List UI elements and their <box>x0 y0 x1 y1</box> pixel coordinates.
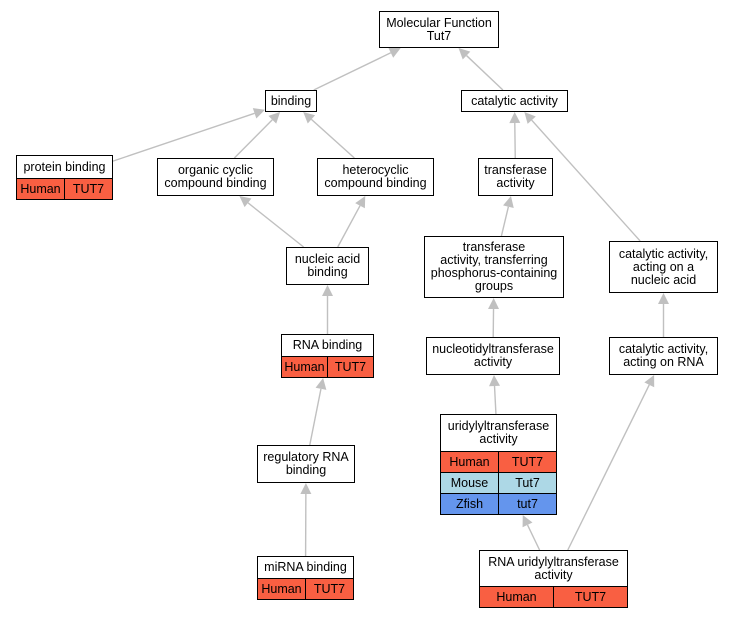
gene-cell: TUT7 <box>327 357 373 377</box>
node-title: catalytic activity <box>471 93 558 108</box>
edge-nucleic_acid_binding-to-heterocyclic <box>337 205 361 248</box>
species-cell: Mouse <box>450 476 489 490</box>
node-title: catalytic activity, acting on a nucleic … <box>618 246 709 287</box>
node-transferase-phosphorus-groups[interactable]: transferase activity, transferring phosp… <box>424 236 564 298</box>
edge-regulatory_rna-to-rna_binding <box>309 388 322 446</box>
edge-catalytic_nucleic-to-catalytic_activity <box>531 119 641 242</box>
arrowhead-molecular_function <box>388 47 401 58</box>
node-title: Molecular Function Tut7 <box>386 15 492 43</box>
annotation-row: Human TUT7 <box>441 451 556 472</box>
edge-protein_binding-to-binding <box>112 112 255 162</box>
node-title: protein binding <box>23 159 106 174</box>
edge-uridylyltransferase-to-nucleotidyltransferase <box>493 385 497 415</box>
annotation-row: Mouse Tut7 <box>441 472 556 493</box>
species-cell: Human <box>261 582 302 596</box>
gene-cell: TUT7 <box>498 452 556 472</box>
gene-cell: TUT7 <box>305 579 353 599</box>
node-title: nucleotidyltransferase activity <box>432 342 554 369</box>
arrowhead-uridylyltransferase <box>522 515 533 528</box>
arrowhead-rna_binding <box>315 378 327 390</box>
arrowhead-catalytic_nucleic <box>658 293 669 304</box>
species-cell: Human <box>449 455 490 469</box>
arrowhead-catalytic_activity <box>509 112 521 124</box>
node-title: catalytic activity, acting on RNA <box>618 342 709 369</box>
node-title: organic cyclic compound binding <box>164 163 267 190</box>
edge-catalytic_activity-to-molecular_function <box>466 55 504 91</box>
node-binding[interactable]: binding <box>265 90 317 112</box>
edge-nucleic_acid_binding-to-organic_cyclic <box>247 202 305 248</box>
arrowhead-molecular_function <box>458 48 471 60</box>
node-title: regulatory RNA binding <box>263 450 349 477</box>
edge-binding-to-molecular_function <box>313 52 392 91</box>
node-nucleotidyltransferase-activity[interactable]: nucleotidyltransferase activity <box>426 337 560 375</box>
node-title: transferase activity <box>484 163 547 190</box>
node-catalytic-activity-nucleic-acid[interactable]: catalytic activity, acting on a nucleic … <box>609 241 718 293</box>
arrowhead-catalytic_rna <box>644 375 655 388</box>
species-cell: Human <box>284 360 325 374</box>
edge-transferase_phosphorus-to-transferase <box>500 206 510 237</box>
node-organic-cyclic-compound-binding[interactable]: organic cyclic compound binding <box>157 158 274 196</box>
node-title: RNA binding <box>292 338 363 352</box>
arrowhead-organic_cyclic <box>239 196 252 208</box>
gene-cell: TUT7 <box>64 179 112 199</box>
node-title: nucleic acid binding <box>294 252 361 279</box>
node-title: uridylyltransferase activity <box>447 419 550 446</box>
node-title: miRNA binding <box>264 560 347 574</box>
arrowhead-heterocyclic <box>355 196 366 209</box>
node-heterocyclic-compound-binding[interactable]: heterocyclic compound binding <box>317 158 434 196</box>
arrowhead-catalytic_activity <box>524 112 536 124</box>
arrowhead-regulatory_rna <box>300 483 312 495</box>
edge-heterocyclic-to-binding <box>310 118 355 159</box>
arrowhead-transferase_phosphorus <box>488 298 500 310</box>
arrowhead-binding <box>268 112 281 124</box>
node-transferase-activity[interactable]: transferase activity <box>478 158 553 196</box>
arrowhead-nucleic_acid_binding <box>322 285 333 296</box>
node-catalytic-activity-rna[interactable]: catalytic activity, acting on RNA <box>609 337 718 375</box>
arrowhead-transferase <box>503 196 514 208</box>
gene-cell: tut7 <box>498 494 556 514</box>
node-title: transferase activity, transferring phosp… <box>430 240 558 293</box>
arrowhead-binding <box>252 108 265 119</box>
node-title: binding <box>270 93 312 108</box>
gene-cell: TUT7 <box>553 587 627 607</box>
annotation-row: Human TUT7 <box>480 586 627 607</box>
species-cell: Human <box>20 182 61 196</box>
node-catalytic-activity[interactable]: catalytic activity <box>461 90 568 112</box>
gene-cell: Tut7 <box>498 473 556 493</box>
node-nucleic-acid-binding[interactable]: nucleic acid binding <box>286 247 369 285</box>
node-title: RNA uridylyltransferase activity <box>488 554 619 582</box>
edge-organic_cyclic-to-binding <box>233 119 273 159</box>
edge-rna_uridylyl-to-catalytic_rna <box>567 384 650 551</box>
arrowhead-binding <box>303 112 316 124</box>
species-cell: Human <box>496 590 537 604</box>
node-title: heterocyclic compound binding <box>324 163 427 190</box>
arrowhead-nucleotidyltransferase <box>489 375 501 387</box>
node-regulatory-rna-binding[interactable]: regulatory RNA binding <box>257 445 355 483</box>
edge-rna_uridylyl-to-uridylyltransferase <box>526 524 541 551</box>
node-molecular-function[interactable]: Molecular Function Tut7 <box>379 11 499 48</box>
annotation-row: Zfish tut7 <box>441 493 556 514</box>
species-cell: Zfish <box>455 497 484 511</box>
